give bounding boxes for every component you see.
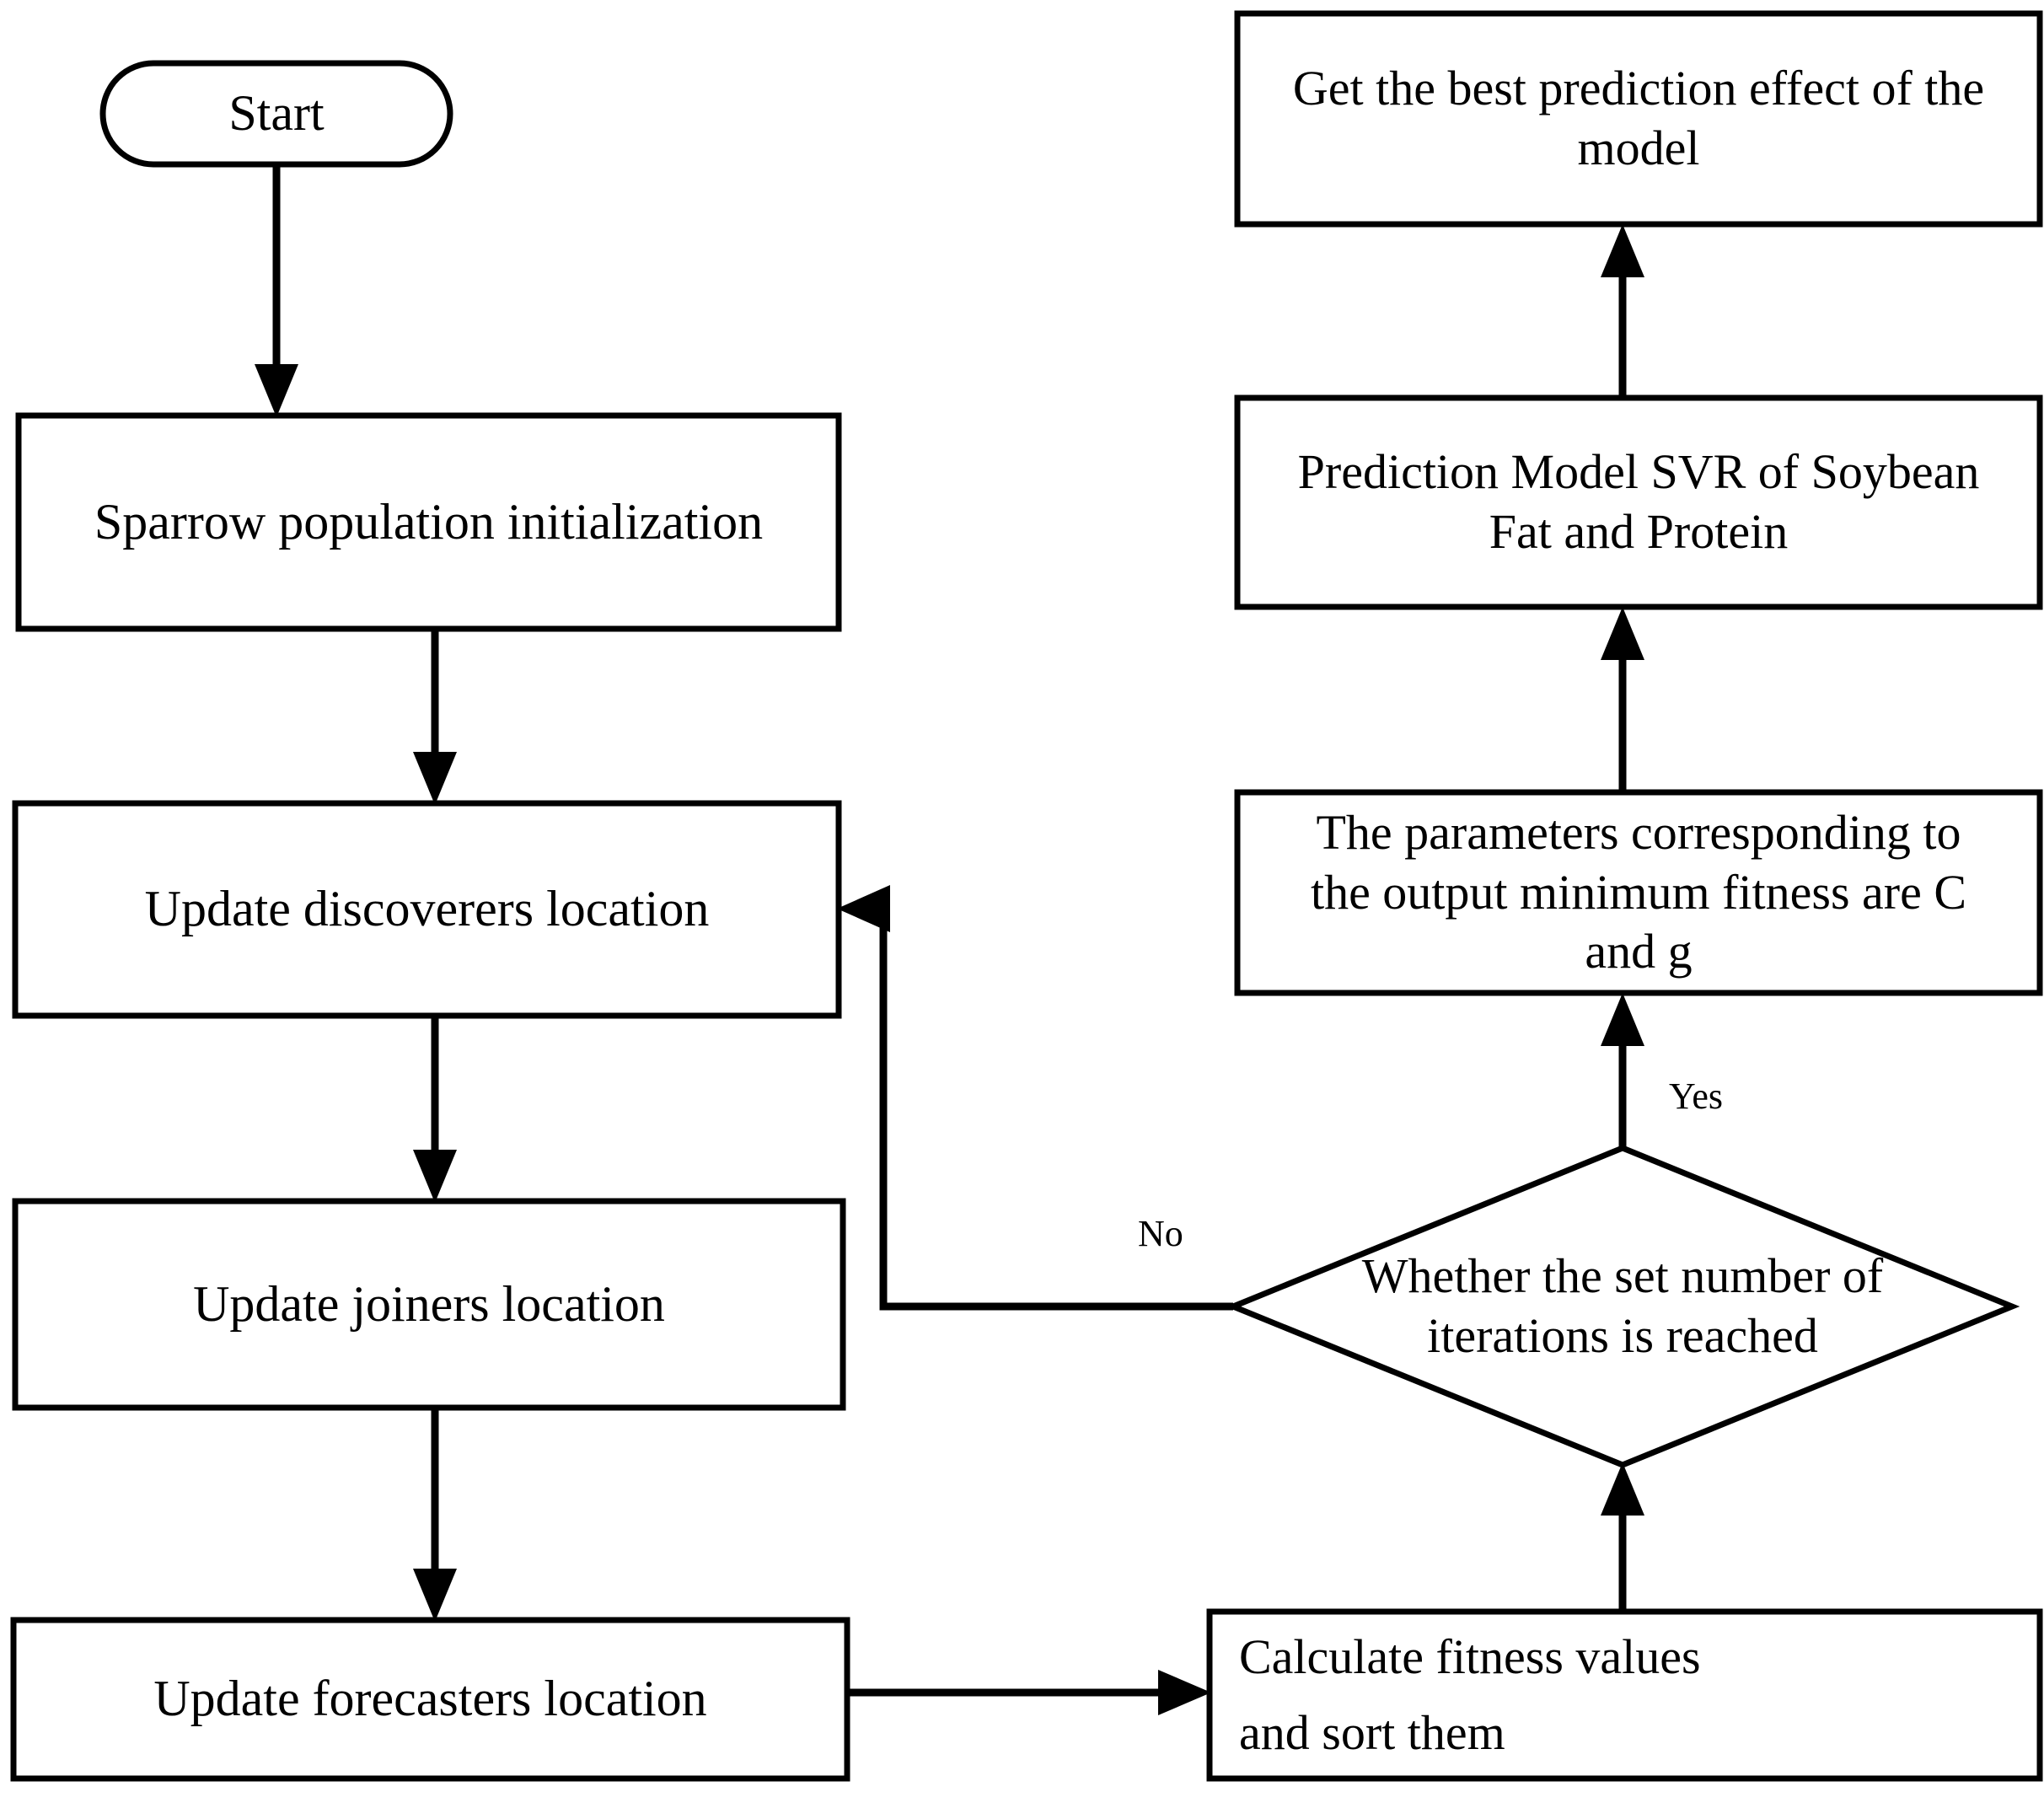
arrowhead-init-to-discoverers — [413, 752, 457, 805]
node-update-discoverers-shape[interactable] — [12, 800, 842, 1019]
node-update-joiners-shape[interactable] — [12, 1198, 846, 1411]
node-prediction-model-shape[interactable] — [1234, 394, 2043, 610]
node-output-params-shape[interactable] — [1234, 789, 2043, 996]
arrowhead-feedback-to-discoverers — [837, 885, 890, 932]
node-start-shape[interactable] — [99, 60, 453, 168]
arrowhead-fitness-to-decision — [1601, 1462, 1644, 1516]
arrowhead-decision-to-params — [1601, 993, 1644, 1046]
arrowhead-forecasters-to-fitness — [1158, 1670, 1211, 1715]
arrowhead-start-to-init — [255, 364, 298, 417]
arrowhead-svr-to-best — [1601, 224, 1644, 277]
node-calculate-fitness-shape[interactable] — [1206, 1608, 2043, 1782]
node-update-forecasters-shape[interactable] — [10, 1617, 850, 1782]
edge-decision-no-feedback — [879, 909, 1233, 1311]
node-sparrow-init-shape[interactable] — [15, 412, 842, 632]
arrowhead-params-to-svr — [1601, 607, 1644, 660]
edge-label-yes: Yes — [1669, 1076, 1724, 1117]
arrowhead-joiners-to-forecasters — [413, 1569, 457, 1622]
edge-label-no: No — [1138, 1213, 1183, 1254]
node-decision-iterations-shape[interactable] — [1225, 1145, 2020, 1468]
node-best-prediction-shape[interactable] — [1234, 10, 2043, 228]
arrowhead-discoverers-to-joiners — [413, 1150, 457, 1203]
